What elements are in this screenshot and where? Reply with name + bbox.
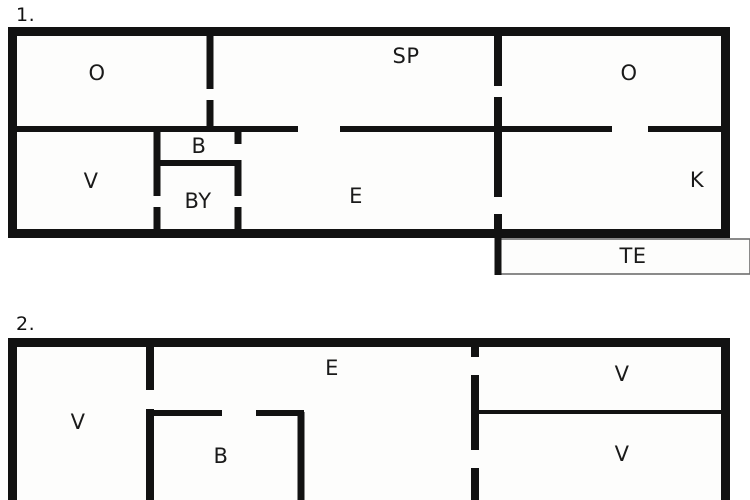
- room-label-v-upper-right: V: [614, 362, 630, 386]
- plan-1-number: 1.: [16, 4, 36, 26]
- plan-2-number: 2.: [16, 313, 36, 335]
- room-label-o-right: O: [620, 61, 638, 85]
- plan-1-outline: [8, 27, 730, 238]
- room-label-sp: SP: [392, 44, 420, 68]
- room-label-e-2: E: [325, 356, 339, 380]
- room-label-v-left: V: [70, 410, 86, 434]
- plan-1-group: [8, 27, 750, 275]
- room-label-b-2: B: [213, 444, 229, 468]
- plan-2-group: [8, 338, 730, 500]
- plan-1-terrace-outline: [496, 238, 750, 275]
- plan-1-interior-walls: [10, 29, 728, 238]
- room-label-b: B: [191, 134, 207, 158]
- room-label-by: BY: [184, 189, 212, 213]
- room-label-v-lower-right: V: [614, 442, 630, 466]
- room-label-k: K: [689, 168, 705, 192]
- room-label-v: V: [83, 169, 99, 193]
- plan-2-outline: [8, 338, 730, 500]
- room-label-o-left: O: [88, 61, 106, 85]
- plan-2-interior-walls: [146, 340, 728, 500]
- room-label-e: E: [349, 184, 363, 208]
- room-label-te: TE: [619, 244, 647, 268]
